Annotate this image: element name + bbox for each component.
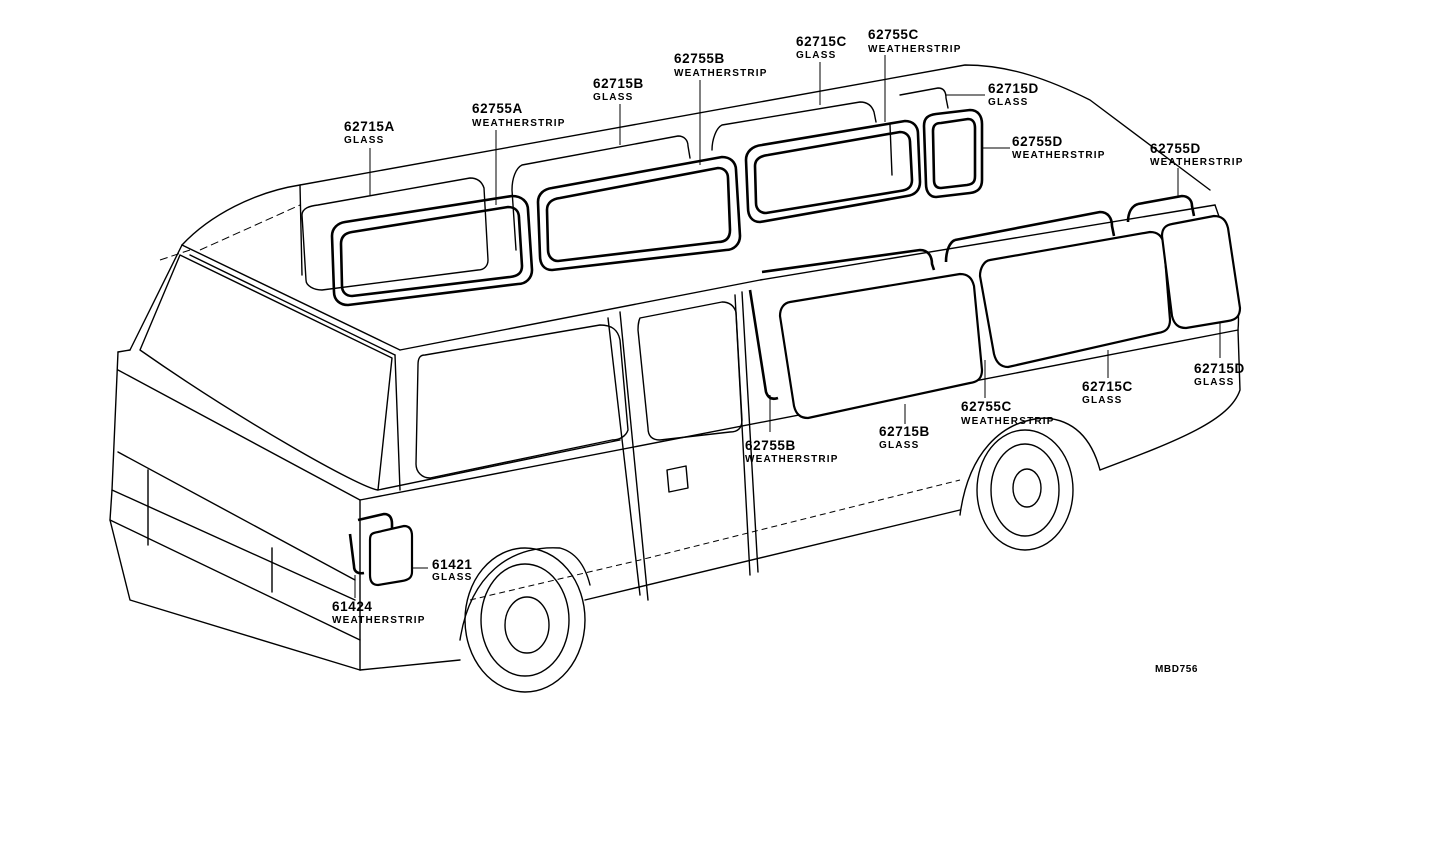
- callout-description: WEATHERSTRIP: [868, 44, 962, 55]
- callout-description: GLASS: [432, 572, 472, 583]
- callout-description: WEATHERSTRIP: [674, 68, 768, 79]
- callout-description: WEATHERSTRIP: [472, 118, 566, 129]
- callout-description: WEATHERSTRIP: [1012, 150, 1106, 161]
- window-62755D-weatherstrip: [922, 108, 984, 199]
- callout-part-number: 62755B: [745, 438, 796, 453]
- callout-part-number: 62715B: [593, 76, 644, 91]
- callout-description: GLASS: [1082, 395, 1122, 406]
- callout-description: GLASS: [593, 92, 633, 103]
- callout-part-number: 62715A: [344, 119, 395, 134]
- upper-window-set: [301, 87, 984, 307]
- leader-lines: [159, 55, 1221, 601]
- callout-part-number: 61424: [332, 599, 373, 614]
- callout-part-number: 62755B: [674, 51, 725, 66]
- rear-window-61424-weatherstrip: [348, 512, 394, 575]
- side-window-62715C-glass: [978, 230, 1172, 369]
- side-window-set: [348, 194, 1242, 587]
- window-62715B-glass: [511, 135, 691, 251]
- callout-part-number: 62715C: [796, 34, 847, 49]
- callout-description: WEATHERSTRIP: [332, 615, 426, 626]
- callout-part-number: 62755D: [1012, 134, 1063, 149]
- callout-labels: 62715A GLASS 62755A WEATHERSTRIP 62715B …: [332, 27, 1245, 675]
- callout-part-number: 62715D: [1194, 361, 1245, 376]
- window-62715D-glass: [889, 87, 949, 176]
- callout-description: GLASS: [1194, 377, 1234, 388]
- callout-part-number: 62715B: [879, 424, 930, 439]
- window-62715A-glass: [301, 177, 489, 291]
- callout-description: WEATHERSTRIP: [961, 416, 1055, 427]
- callout-part-number: 62755C: [868, 27, 919, 42]
- callout-description: WEATHERSTRIP: [1150, 157, 1244, 168]
- side-window-62715B-glass: [778, 272, 984, 420]
- callout-description: WEATHERSTRIP: [745, 454, 839, 465]
- window-62755B-weatherstrip: [536, 155, 742, 272]
- callout-part-number: 62755D: [1150, 141, 1201, 156]
- callout-part-number: 61421: [432, 557, 473, 572]
- callout-description: GLASS: [796, 50, 836, 61]
- window-62715C-glass: [711, 101, 877, 151]
- callout-part-number: 62715D: [988, 81, 1039, 96]
- side-window-62715D-glass: [1160, 214, 1242, 330]
- callout-description: GLASS: [879, 440, 919, 451]
- window-62755C-weatherstrip: [744, 119, 922, 224]
- callout-part-number: 62755A: [472, 101, 523, 116]
- callout-description: GLASS: [988, 97, 1028, 108]
- window-62755A-weatherstrip: [330, 194, 534, 307]
- callout-description: GLASS: [344, 135, 384, 146]
- callout-part-number: 62755C: [961, 399, 1012, 414]
- rear-window-61421-glass: [368, 524, 414, 587]
- diagram-code: MBD756: [1155, 664, 1198, 675]
- callout-part-number: 62715C: [1082, 379, 1133, 394]
